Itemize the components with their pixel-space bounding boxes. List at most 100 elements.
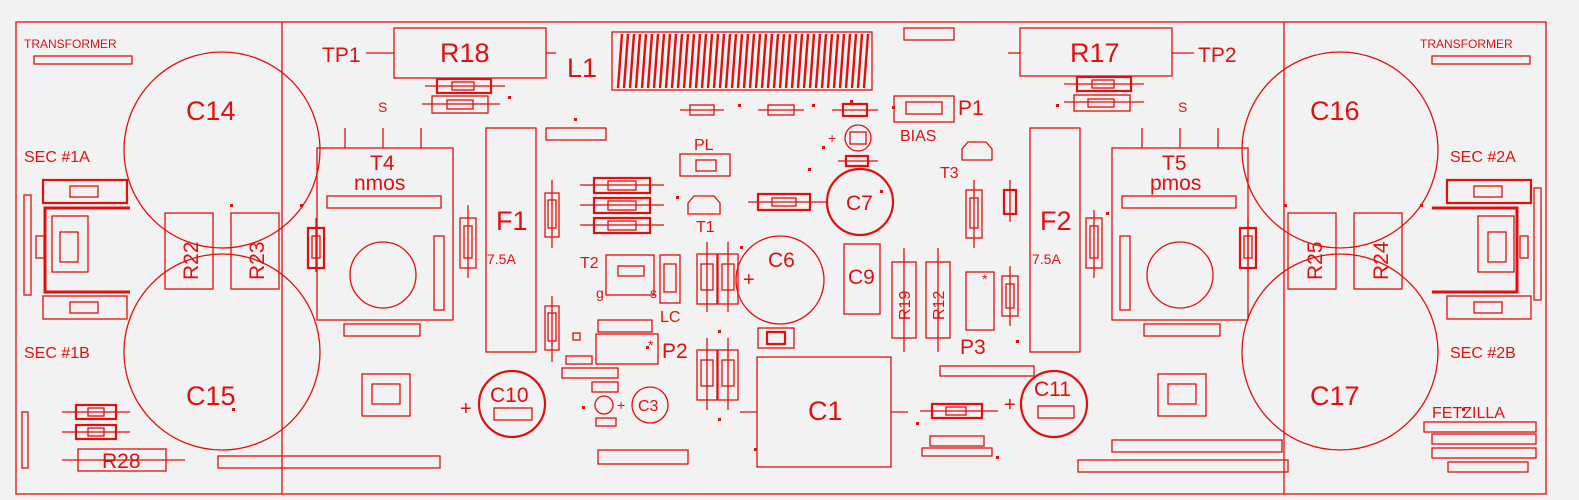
capacitor-c16-outline	[1241, 51, 1439, 249]
resistor-bank-3-pad	[607, 220, 637, 231]
resistor-r23-label: R23	[246, 241, 269, 280]
pad-strip	[929, 435, 985, 447]
resistor-r24-label: R24	[1370, 241, 1393, 280]
pad-strip	[597, 319, 653, 333]
small-cap-polarity: +	[828, 130, 836, 146]
winding-stroke	[832, 33, 840, 89]
resistor-vert-1-pad	[311, 235, 321, 259]
winding-stroke	[814, 33, 822, 89]
heatsink-pad-right	[1157, 373, 1207, 417]
right-bridge-bottom-pad	[1473, 301, 1503, 314]
winding-stroke	[670, 33, 678, 89]
pad-strip	[921, 447, 993, 457]
tp1-label: TP1	[322, 44, 361, 67]
trimmer-p3-label: P3	[960, 336, 986, 359]
pad-strip	[591, 381, 619, 393]
resistor-pair-b1	[696, 349, 718, 401]
p2-star-marker: *	[648, 337, 654, 353]
t5-source-marker: S	[1178, 99, 1187, 115]
winding-stroke	[646, 33, 654, 89]
resistor-r12-body	[925, 261, 951, 339]
winding-stroke	[682, 33, 690, 89]
resistor-small-4	[431, 95, 489, 114]
via-dot	[1284, 204, 1287, 207]
winding-stroke	[652, 33, 660, 89]
inductor-l1-winding	[616, 33, 870, 89]
right-bridge-bottom	[1446, 295, 1532, 320]
t5-side-pad	[1119, 235, 1131, 311]
t2-source-marker: s	[650, 285, 657, 301]
sec-1a-label: SEC #1A	[24, 149, 90, 166]
bottom-strip-right-1	[1111, 439, 1283, 453]
bottom-strip-left	[217, 455, 441, 469]
transistor-t5-label: T5	[1162, 152, 1187, 175]
winding-stroke	[736, 33, 744, 89]
winding-stroke	[712, 33, 720, 89]
resistor-small-7-pad	[1087, 98, 1115, 108]
left-bridge-bracket	[43, 206, 130, 294]
winding-stroke	[796, 33, 804, 89]
fuse-f2-outline	[1029, 127, 1081, 353]
winding-stroke	[724, 33, 732, 89]
lc-component	[659, 254, 681, 304]
resistor-bank-2	[592, 196, 652, 215]
resistor-vert-5-pad	[969, 197, 979, 229]
resistor-vert-8	[1085, 217, 1103, 269]
capacitor-c11-outline	[1019, 369, 1089, 439]
transistor-t3-outline	[961, 141, 993, 161]
heatsink-pad-left	[361, 373, 411, 417]
resistor-top-1	[689, 104, 715, 116]
resistor-small-8-pad	[945, 406, 967, 416]
winding-stroke	[664, 33, 672, 89]
resistor-r28-body	[77, 448, 167, 472]
resistor-small-2-pad	[87, 427, 105, 437]
lc-pad	[663, 263, 677, 293]
bottom-strip-right-2	[1077, 459, 1289, 473]
left-bottom-strip	[21, 411, 29, 469]
sec-2b-label: SEC #2B	[1450, 345, 1516, 362]
c10-pad	[493, 407, 533, 421]
resistor-small-4-pad	[446, 99, 474, 110]
capacitor-c11-label: C11	[1034, 378, 1071, 401]
via-dot	[1106, 212, 1109, 215]
via	[572, 332, 581, 341]
right-bridge-top	[1445, 178, 1533, 205]
resistor-small-3-pad	[451, 81, 475, 91]
pl-pad	[695, 159, 717, 172]
resistor-r17-label: R17	[1070, 38, 1120, 68]
winding-stroke	[742, 33, 750, 89]
right-bridge-body	[1477, 215, 1515, 273]
winding-stroke	[760, 33, 768, 89]
board-outline	[15, 21, 1547, 495]
via-dot	[1462, 408, 1465, 411]
c6-polarity: +	[743, 269, 755, 291]
winding-stroke	[706, 33, 714, 89]
trimmer-p2-label: P2	[662, 340, 688, 363]
resistor-small-7	[1073, 94, 1131, 112]
resistor-vert-4	[544, 305, 560, 351]
resistor-r25-body	[1287, 212, 1337, 290]
resistor-r24-body	[1353, 212, 1403, 290]
left-bridge-pad	[59, 231, 79, 263]
resistor-top-3	[841, 102, 869, 118]
pad-strip	[939, 365, 1035, 377]
c3-small-pad	[594, 395, 614, 415]
via-group	[230, 96, 1465, 459]
resistor-vert-4-pad	[547, 312, 557, 342]
pad-strip	[545, 127, 607, 141]
resistor-small-1-pad	[87, 407, 105, 417]
resistor-vert-9-pad	[1243, 235, 1253, 259]
capacitor-c15-label: C15	[186, 381, 236, 411]
transformer-left-label: TRANSFORMER	[24, 37, 117, 51]
right-bridge-bracket	[1432, 206, 1519, 294]
resistor-pair-b2	[717, 349, 739, 401]
resistor-top-2	[767, 104, 795, 116]
t4-side-pad	[433, 235, 445, 311]
capacitor-c10-label: C10	[490, 384, 529, 407]
winding-stroke	[700, 33, 708, 89]
resistor-r22-label: R22	[180, 241, 203, 280]
sec-2a-label: SEC #2A	[1450, 149, 1516, 166]
resistor-vert-2-pad	[463, 225, 473, 259]
right-connector-strip	[1533, 187, 1542, 301]
